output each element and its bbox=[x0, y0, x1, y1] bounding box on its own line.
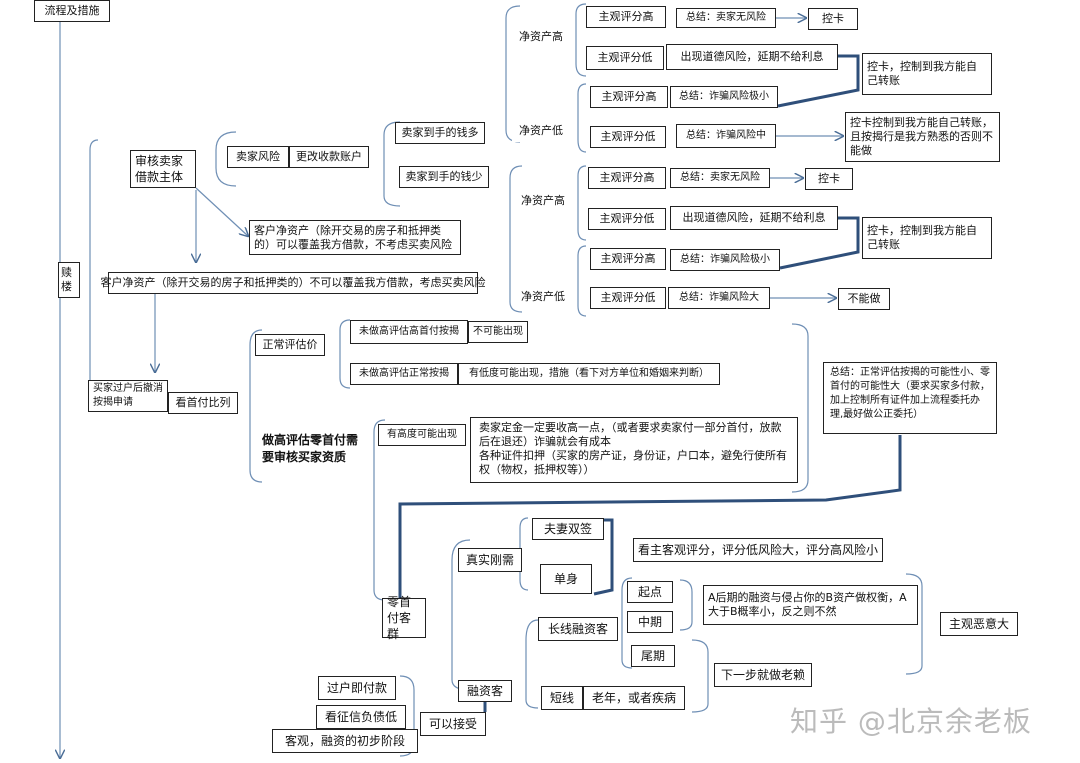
high-eval-heading: 做高评估零首付需要审核买家资质 bbox=[262, 433, 359, 464]
pay-on-transfer-box: 过户即付款 bbox=[318, 676, 396, 700]
action-box: 控卡 bbox=[805, 168, 853, 190]
net-low-label: 净资产低 bbox=[514, 286, 572, 308]
result-box: 出现道德风险，延期不给利息 bbox=[670, 206, 838, 230]
financing-box: 融资客 bbox=[458, 680, 512, 702]
money-more-box: 卖家到手的钱多 bbox=[395, 122, 485, 144]
start-box: 起点 bbox=[627, 581, 673, 603]
change-account-box: 更改收款账户 bbox=[289, 146, 369, 168]
score-box: 主观评分低 bbox=[590, 126, 666, 148]
result-box: 出现道德风险，延期不给利息 bbox=[666, 44, 838, 70]
score-box: 主观评分高 bbox=[586, 6, 666, 28]
high-possible-box: 有高度可能出现 bbox=[378, 424, 466, 446]
rigid-box: 真实刚需 bbox=[458, 548, 522, 572]
score-box: 主观评分高 bbox=[588, 167, 666, 189]
control-card-box: 控卡，控制到我方能自己转账 bbox=[862, 217, 992, 259]
redeem-box: 赎楼 bbox=[58, 262, 80, 298]
no-high-high-down-box: 未做高评估高首付按揭 bbox=[350, 320, 468, 344]
watermark: 知乎 @北京余老板 bbox=[790, 705, 1032, 738]
low-possible-box: 有低度可能出现，措施（看下对方单位和婚姻来判断） bbox=[458, 363, 720, 385]
impossible-box: 不可能出现 bbox=[468, 321, 528, 343]
end-box: 尾期 bbox=[631, 645, 675, 667]
seller-risk-box: 卖家风险 bbox=[227, 146, 289, 168]
control-full-box: 控卡控制到我方能自己转账，且按揭行是我方熟悉的否则不能做 bbox=[845, 112, 1000, 162]
result-box: 总结：卖家无风险 bbox=[670, 168, 770, 188]
buyer-cancel-box: 买家过户后撤消按揭申请 bbox=[88, 380, 168, 412]
title-box: 流程及措施 bbox=[34, 0, 110, 22]
score-box: 主观评分高 bbox=[590, 248, 666, 270]
ab-box: A后期的融资与侵占你的B资产做权衡，A大于B概率小，反之则不然 bbox=[703, 585, 918, 625]
result-box: 总结：卖家无风险 bbox=[676, 8, 776, 28]
result-box: 总结：诈骗风险极小 bbox=[670, 86, 778, 108]
action-box: 不能做 bbox=[838, 288, 890, 310]
acceptable-box: 可以接受 bbox=[420, 712, 486, 736]
score-box: 主观评分低 bbox=[590, 287, 666, 309]
down-ratio-box: 看首付比列 bbox=[168, 392, 238, 414]
zero-group-box: 零首付客群 bbox=[382, 595, 426, 641]
audit-seller-box: 审核卖家借款主体 bbox=[130, 150, 196, 188]
objective-box: 客观，融资的初步阶段 bbox=[272, 729, 418, 753]
result-box: 总结：诈骗风险中 bbox=[676, 124, 776, 148]
old-box: 老年，或者疾病 bbox=[583, 686, 685, 710]
no-high-normal-box: 未做高评估正常按揭 bbox=[350, 363, 458, 385]
long-box: 长线融资客 bbox=[538, 617, 618, 641]
result-box: 总结：诈骗风险大 bbox=[668, 287, 770, 309]
control-card-box: 控卡，控制到我方能自己转账 bbox=[862, 53, 992, 95]
short-box: 短线 bbox=[541, 686, 583, 710]
net-high-label: 净资产高 bbox=[512, 26, 570, 48]
net-cover-box: 客户净资产（除开交易的房子和抵押类的）可以覆盖我方借款，不考虑买卖风险 bbox=[249, 220, 461, 255]
couple-box: 夫妻双签 bbox=[532, 518, 604, 540]
net-not-cover-box: 客户净资产（除开交易的房子和抵押类的）不可以覆盖我方借款，考虑买卖风险 bbox=[101, 272, 486, 294]
action-box: 控卡 bbox=[808, 8, 858, 30]
low-debt-box: 看征信负债低 bbox=[316, 705, 406, 729]
score-box: 主观评分低 bbox=[588, 208, 666, 230]
malice-box: 主观恶意大 bbox=[940, 612, 1018, 636]
net-low-label: 净资产低 bbox=[512, 120, 570, 142]
result-box: 总结：诈骗风险极小 bbox=[670, 249, 780, 271]
normal-eval-box: 正常评估价 bbox=[255, 334, 325, 356]
money-less-box: 卖家到手的钱少 bbox=[399, 166, 489, 188]
deadbeat-box: 下一步就做老赖 bbox=[714, 663, 812, 687]
single-box: 单身 bbox=[540, 564, 592, 594]
net-high-label: 净资产高 bbox=[514, 190, 572, 212]
score-note-box: 看主客观评分，评分低风险大，评分高风险小 bbox=[633, 538, 883, 562]
summary-box: 总结：正常评估按揭的可能性小、零首付的可能性大（要求买家多付款，加上控制所有证件… bbox=[823, 362, 997, 434]
measures-box: 卖家定金一定要收高一点，（或者要求卖家付一部分首付，放款后在退还）诈骗就会有成本… bbox=[470, 417, 798, 483]
mid-box: 中期 bbox=[627, 611, 673, 633]
score-box: 主观评分高 bbox=[590, 86, 668, 108]
score-box: 主观评分低 bbox=[586, 46, 664, 70]
